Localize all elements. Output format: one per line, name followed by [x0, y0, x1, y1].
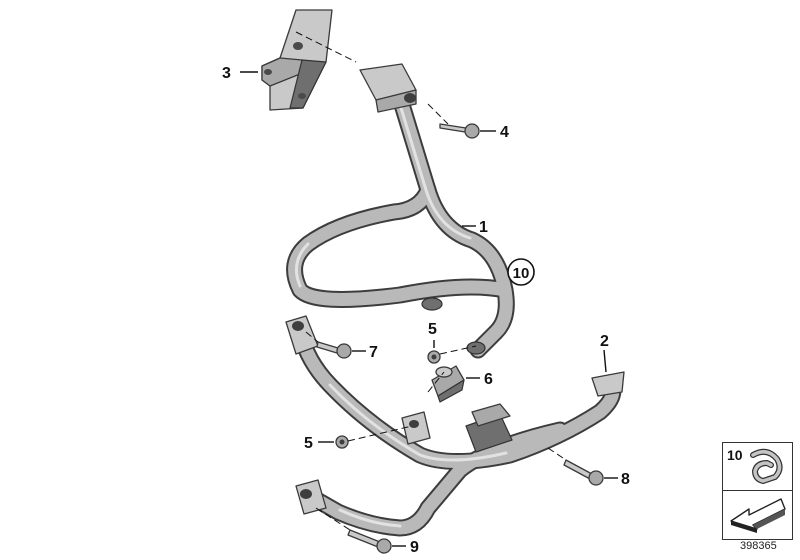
inset-label-10: 10 [727, 447, 743, 463]
bolt-part-9 [347, 529, 392, 554]
mounting-bracket-part-3 [261, 9, 333, 111]
inset-part-10-cell: 10 [723, 443, 792, 491]
callout-7: 7 [369, 344, 378, 361]
inset-direction-cell [723, 491, 792, 539]
clip-icon [750, 448, 783, 485]
drawing-number: 398365 [740, 540, 777, 552]
circled-callout-10: 10 [513, 265, 530, 282]
assembly-line-7 [305, 331, 319, 343]
callout-4: 4 [500, 124, 509, 141]
bolt-part-5-upper [427, 350, 441, 364]
upper-crash-bar-part-1 [286, 63, 515, 359]
callout-1: 1 [479, 219, 488, 236]
bolt-part-4 [439, 123, 480, 139]
assembly-line-8 [547, 447, 567, 461]
callout-5-upper: 5 [428, 321, 437, 338]
callout-5-lower: 5 [304, 435, 313, 452]
inset-legend-box: 10 [722, 442, 793, 540]
assembly-line-9 [315, 507, 351, 531]
bolt-part-8 [563, 459, 604, 486]
callout-3: 3 [222, 65, 231, 82]
assembly-line-6 [427, 371, 445, 393]
assembly-line-5-upper [439, 345, 477, 355]
callout-9: 9 [410, 539, 419, 556]
callout-6: 6 [484, 371, 493, 388]
callout-8: 8 [621, 471, 630, 488]
bolt-part-5-lower [335, 435, 349, 449]
callout-2: 2 [600, 333, 609, 350]
lower-crash-bar-part-2 [285, 315, 625, 537]
leader-2 [603, 349, 607, 373]
assembly-line-bracket [295, 31, 357, 63]
direction-arrow-icon [730, 498, 786, 533]
spacer-part-6 [431, 365, 465, 403]
circled-callout-ring [507, 258, 535, 286]
bolt-part-7 [316, 341, 352, 359]
assembly-line-4 [427, 103, 449, 125]
